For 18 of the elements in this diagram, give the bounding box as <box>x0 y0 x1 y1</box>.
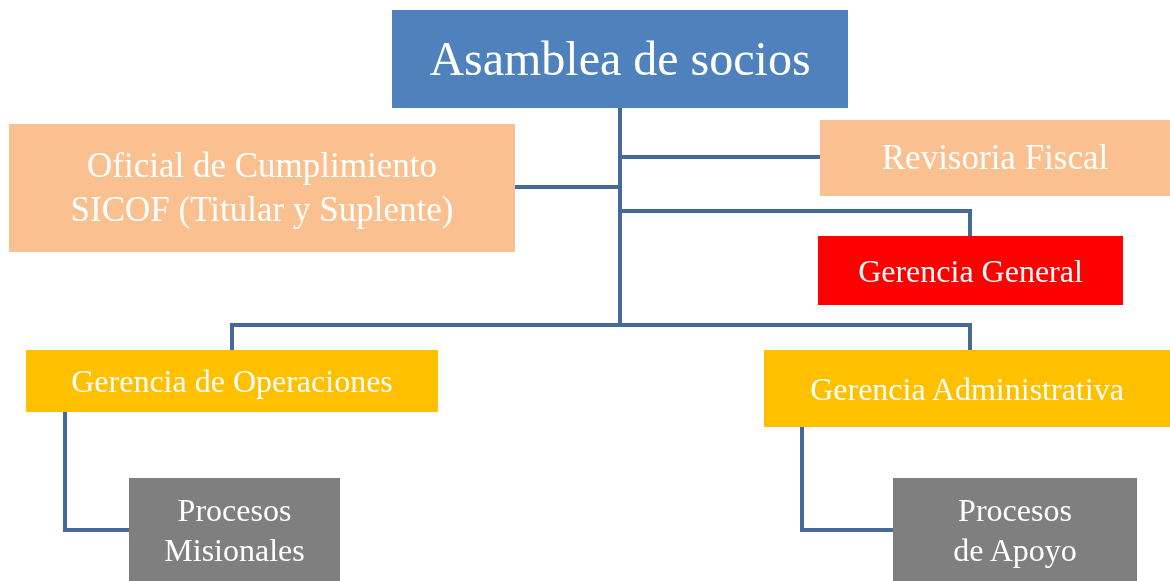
org-box <box>764 350 1170 427</box>
org-label: Gerencia General <box>858 251 1083 291</box>
org-box <box>818 236 1123 305</box>
connector-line <box>800 427 893 532</box>
org-box <box>820 120 1170 196</box>
org-label: Oficial de Cumplimiento SICOF (Titular y Suplente) <box>69 145 455 231</box>
org-label: Gerencia de Operaciones <box>71 362 393 401</box>
org-box <box>9 124 515 252</box>
org-box <box>893 478 1137 581</box>
org-label: Gerencia Administrativa <box>810 369 1124 409</box>
org-label: Revisoria Fiscal <box>881 137 1109 180</box>
org-box <box>392 10 848 108</box>
org-box <box>26 350 438 412</box>
org-label: Procesos de Apoyo <box>952 490 1078 570</box>
connector-line <box>63 412 129 532</box>
org-box <box>129 478 340 581</box>
org-label: Procesos Misionales <box>163 490 306 570</box>
org-label: Asamblea de socios <box>429 31 811 87</box>
